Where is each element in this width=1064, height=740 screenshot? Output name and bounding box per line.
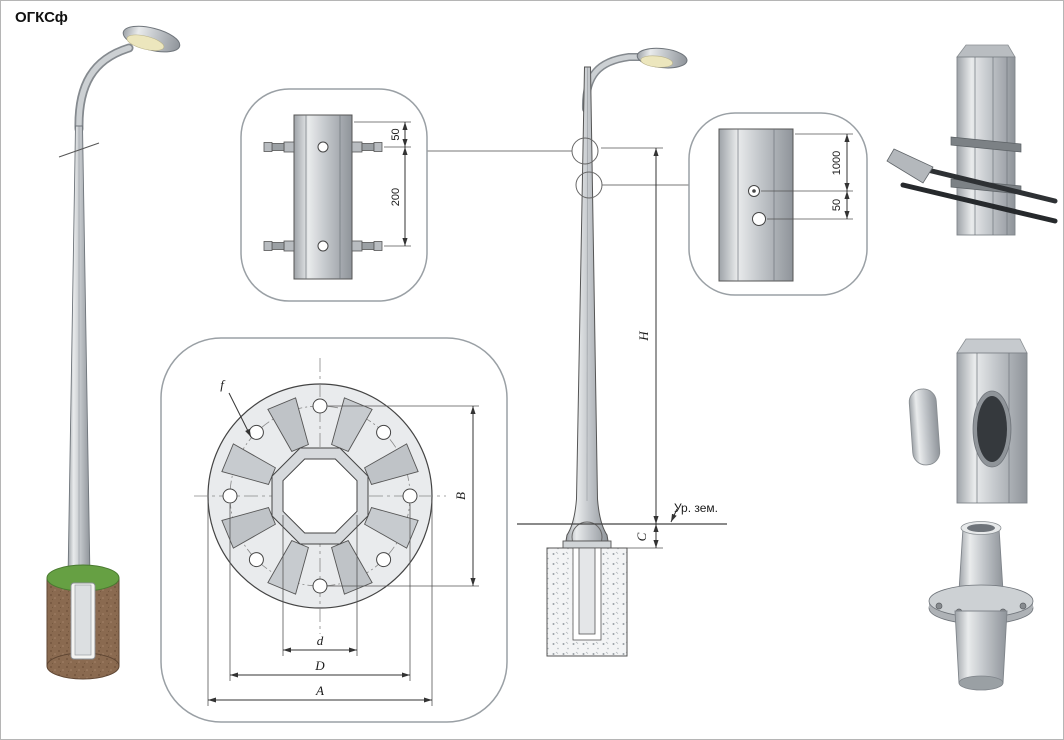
- dim-label-C: C: [634, 532, 649, 541]
- wiring-hole-lower: [752, 212, 766, 226]
- lamp-head-elevation: [636, 47, 688, 69]
- pole-section: [293, 114, 353, 280]
- flange-detail-callout: f B d D A: [160, 337, 508, 723]
- wedge-clamp: [886, 148, 934, 184]
- dim-label-A: A: [315, 683, 324, 698]
- pole-octagon-inner: [282, 458, 358, 534]
- detail-marker-side: [575, 171, 603, 199]
- dim-label-200: 200: [390, 188, 402, 206]
- page-title: ОГКСф: [15, 9, 68, 26]
- pole-elevation: Ур. зем. H C: [517, 47, 727, 657]
- clamp-bolt-row-lower: [263, 240, 383, 252]
- base-skirt: [954, 610, 1008, 684]
- detail-callout-top: 50 200: [240, 88, 428, 302]
- dim-label-d: d: [317, 633, 324, 648]
- ground-level-label: Ур. зем.: [674, 501, 718, 515]
- embedded-pole-stub: [578, 547, 596, 635]
- steel-band-upper: [950, 136, 1022, 153]
- bolt-holes: [222, 398, 418, 594]
- detail-marker-top: [571, 137, 599, 165]
- lamp-lens: [126, 34, 165, 51]
- base-plate: [562, 540, 612, 549]
- pole-section-side: [718, 128, 794, 282]
- dim-label-D: D: [314, 658, 325, 673]
- render-access-hatch: [908, 338, 1028, 504]
- break-mark: [58, 142, 100, 158]
- dim-label-50-top: 50: [390, 128, 402, 140]
- hatch-cover: [908, 388, 941, 466]
- lamp-head-3d: [122, 25, 181, 53]
- foundation-3d: [46, 564, 120, 680]
- suspension-wire-2: [900, 182, 1058, 224]
- detail-callout-side: 1000 50: [688, 112, 868, 296]
- dim-label-1000: 1000: [831, 151, 843, 175]
- pole-3d-render: [46, 25, 181, 680]
- dim-label-f: f: [220, 377, 226, 392]
- render-band-clamp: [886, 44, 1058, 236]
- dim-label-H: H: [636, 331, 651, 342]
- render-base-shoe: [928, 521, 1034, 691]
- clamp-bolt-row-upper: [263, 141, 383, 153]
- dim-label-B: B: [453, 492, 468, 500]
- dim-label-50-side: 50: [831, 199, 843, 211]
- hatch-opening: [977, 396, 1007, 462]
